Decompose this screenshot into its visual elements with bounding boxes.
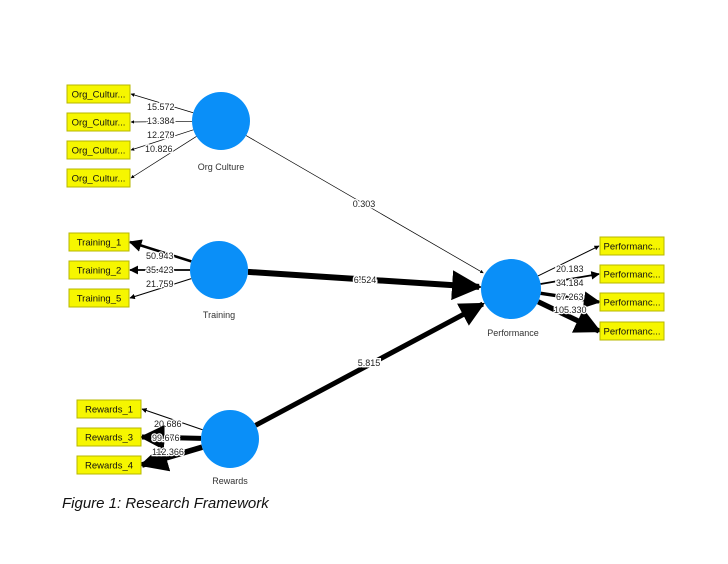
indicator-box-org4: [66, 168, 131, 188]
indicator-loading-rw4: 112.366: [152, 447, 184, 457]
indicator-label-tr2: Training_2: [77, 266, 122, 277]
indicator-loading-pf2: 34.184: [556, 278, 584, 288]
indicator-label-tr5: Training_5: [77, 294, 122, 305]
indicator-box-pf1: [599, 236, 665, 256]
indicator-box-tr1: [68, 232, 130, 252]
indicator-link-rw4: [139, 444, 203, 472]
indicator-label-rw3: Rewards_3: [85, 433, 133, 444]
indicator-link-org3: [130, 129, 194, 151]
indicator-link-pf2: [540, 271, 600, 285]
indicator-loading-pf3: 67.263: [556, 292, 584, 302]
indicator-link-rw1: [141, 408, 203, 431]
indicator-box-pf3: [599, 292, 665, 312]
indicator-loading-org3: 12.279: [147, 130, 175, 140]
path-rewards-to-performance: [254, 301, 485, 428]
indicator-label-org2: Org_Cultur...: [72, 118, 126, 129]
indicator-loading-rw3: 99.676: [152, 433, 180, 443]
indicator-label-org1: Org_Cultur...: [72, 90, 126, 101]
construct-label-rewards: Rewards: [212, 476, 248, 486]
construct-label-org: Org Culture: [198, 162, 245, 172]
indicator-link-pf1: [537, 245, 600, 277]
indicator-label-pf4: Performanc...: [603, 327, 660, 338]
construct-label-performance: Performance: [487, 328, 539, 338]
construct-node-training: [190, 241, 248, 299]
construct-node-performance: [481, 259, 541, 319]
indicator-box-pf4: [599, 321, 665, 341]
path-coefficient-org: 0.303: [353, 199, 376, 209]
indicator-loading-org1: 15.572: [147, 102, 175, 112]
path-coefficient-rewards: 5.815: [358, 358, 381, 368]
indicator-label-pf3: Performanc...: [603, 298, 660, 309]
indicator-loading-tr2: 35.423: [146, 265, 174, 275]
path-coefficient-training: 6.524: [354, 275, 377, 285]
indicator-loading-org4: 10.826: [145, 144, 173, 154]
path-training-to-performance: [247, 268, 483, 301]
indicator-loading-tr1: 50.943: [146, 251, 174, 261]
indicator-link-org4: [130, 136, 197, 179]
indicator-box-rw3: [76, 427, 142, 447]
indicator-loading-tr5: 21.759: [146, 279, 174, 289]
figure-caption: Figure 1: Research Framework: [62, 495, 269, 512]
indicator-link-rw3: [139, 425, 202, 450]
indicator-link-pf4: [536, 299, 602, 334]
indicator-loading-org2: 13.384: [147, 116, 175, 126]
indicator-box-tr5: [68, 288, 130, 308]
path-org-to-performance: [245, 135, 484, 274]
indicator-label-org3: Org_Cultur...: [72, 146, 126, 157]
indicator-link-org2: [130, 120, 193, 124]
indicator-loading-rw1: 20.686: [154, 419, 182, 429]
indicator-box-tr2: [68, 260, 130, 280]
indicator-label-rw4: Rewards_4: [85, 461, 133, 472]
indicator-box-org2: [66, 112, 131, 132]
indicator-box-pf2: [599, 264, 665, 284]
indicator-loading-pf1: 20.183: [556, 264, 584, 274]
construct-label-training: Training: [203, 310, 235, 320]
indicator-link-org1: [130, 93, 194, 114]
indicator-link-pf3: [540, 291, 601, 309]
indicator-box-rw4: [76, 455, 142, 475]
indicator-label-org4: Org_Cultur...: [72, 174, 126, 185]
construct-node-rewards: [201, 410, 259, 468]
construct-node-org: [192, 92, 250, 150]
indicator-label-pf1: Performanc...: [603, 242, 660, 253]
indicator-label-pf2: Performanc...: [603, 270, 660, 281]
indicator-box-org3: [66, 140, 131, 160]
indicator-link-tr5: [129, 278, 192, 300]
indicator-link-tr1: [128, 239, 192, 263]
indicator-label-tr1: Training_1: [77, 238, 122, 249]
indicator-box-rw1: [76, 399, 142, 419]
indicator-label-rw1: Rewards_1: [85, 405, 133, 416]
indicator-box-org1: [66, 84, 131, 104]
indicator-loading-pf4: 105.330: [554, 305, 587, 315]
